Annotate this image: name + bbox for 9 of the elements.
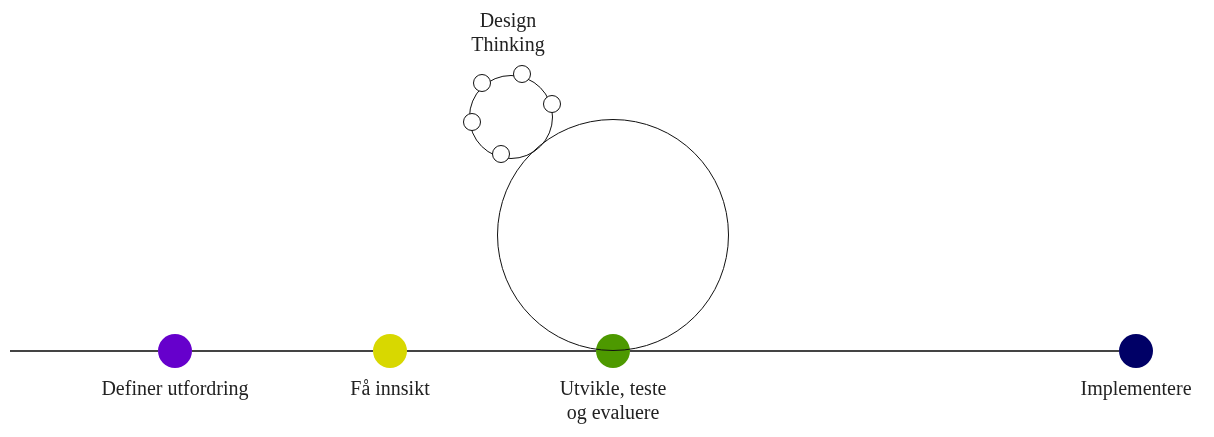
timeline-line (629, 350, 1120, 352)
timeline-line (191, 350, 374, 352)
milestone-label: Utvikle, teste og evaluere (558, 376, 668, 424)
milestone-label: Få innsikt (349, 376, 431, 400)
timeline-line (9, 350, 159, 352)
heading: Design Thinking (470, 8, 546, 56)
milestone-label: Definer utfordring (100, 376, 250, 400)
milestone-label: Implementere (1079, 376, 1193, 400)
timeline-line (406, 350, 597, 352)
